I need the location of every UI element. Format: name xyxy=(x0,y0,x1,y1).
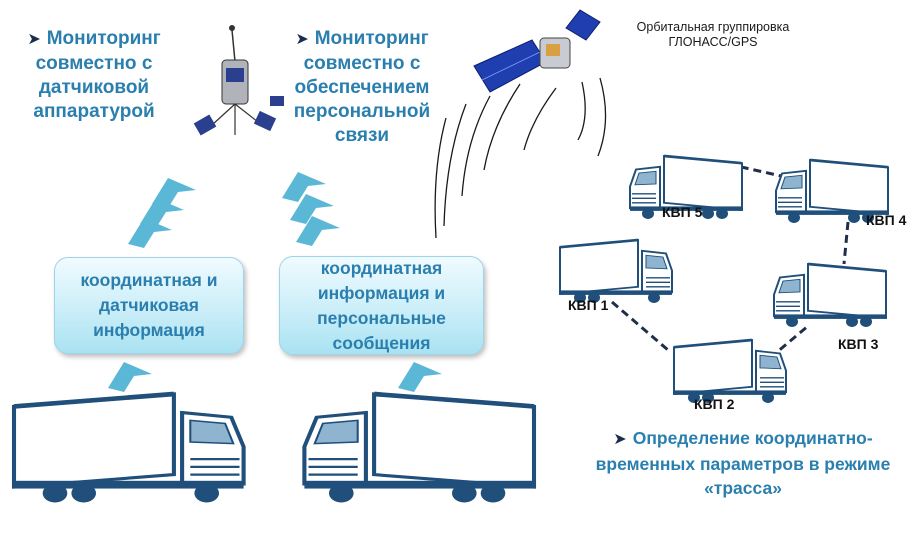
heading-sensor-monitoring: ➤ Мониторинг совместно с датчиковой аппар… xyxy=(14,27,174,124)
info-box-line: персональные xyxy=(317,307,446,328)
heading-line: Определение координатно- xyxy=(632,428,873,448)
chevron-up-icon xyxy=(128,178,196,248)
heading-line: «трасса» xyxy=(704,478,782,498)
info-box-sensor: координатная и датчиковая информация xyxy=(54,257,244,354)
network-connector xyxy=(611,162,850,360)
orbital-group-line: Орбитальная группировка xyxy=(636,20,790,34)
orbital-group-label: Орбитальная группировка ГЛОНАСС/GPS xyxy=(608,20,818,50)
bullet-arrow-icon: ➤ xyxy=(295,31,309,48)
heading-line: совместно с xyxy=(35,53,153,74)
signal-wave-icon xyxy=(434,77,607,239)
info-box-line: информация и xyxy=(317,282,446,303)
info-box-line: сообщения xyxy=(332,332,431,353)
satellite-icon xyxy=(473,9,601,93)
truck-icon xyxy=(304,394,534,503)
checkpoint-label-kvp3: КВП 3 xyxy=(838,336,879,352)
checkpoint-label-kvp5: КВП 5 xyxy=(662,204,703,220)
heading-line: временных параметров в режиме xyxy=(595,454,891,474)
bullet-arrow-icon: ➤ xyxy=(27,31,41,48)
checkpoint-label-kvp2: КВП 2 xyxy=(694,396,735,412)
checkpoint-label-kvp4: КВП 4 xyxy=(866,212,907,228)
truck-icon xyxy=(672,338,788,405)
heading-line: аппаратурой xyxy=(33,101,155,122)
heading-line: совместно с xyxy=(303,53,421,74)
checkpoint-label-kvp1: КВП 1 xyxy=(568,297,609,313)
orbital-group-line: ГЛОНАСС/GPS xyxy=(668,35,758,49)
chevron-up-icon xyxy=(108,362,152,392)
info-box-line: координатная xyxy=(320,257,443,278)
heading-line: связи xyxy=(334,125,390,146)
info-box-personal: координатная информация и персональные с… xyxy=(279,256,484,355)
info-box-line: информация xyxy=(93,320,205,340)
heading-track-mode: ➤ Определение координатно- временных пара… xyxy=(578,426,908,500)
chevron-up-icon xyxy=(398,362,442,392)
bullet-arrow-icon: ➤ xyxy=(613,431,627,448)
heading-line: обеспечением xyxy=(294,77,430,98)
truck-icon xyxy=(558,238,674,305)
truck-icon xyxy=(772,262,888,329)
satellite-icon xyxy=(193,25,284,136)
info-box-line: датчиковая xyxy=(98,295,200,315)
truck-icon xyxy=(14,394,244,503)
heading-line: Мониторинг xyxy=(46,28,161,49)
heading-personal-monitoring: ➤ Мониторинг совместно с обеспечением пер… xyxy=(282,27,442,148)
heading-line: Мониторинг xyxy=(314,28,429,49)
heading-line: датчиковой xyxy=(38,77,150,98)
heading-line: персональной xyxy=(293,101,431,122)
info-box-line: координатная и xyxy=(80,270,218,290)
chevron-up-icon xyxy=(282,172,340,246)
